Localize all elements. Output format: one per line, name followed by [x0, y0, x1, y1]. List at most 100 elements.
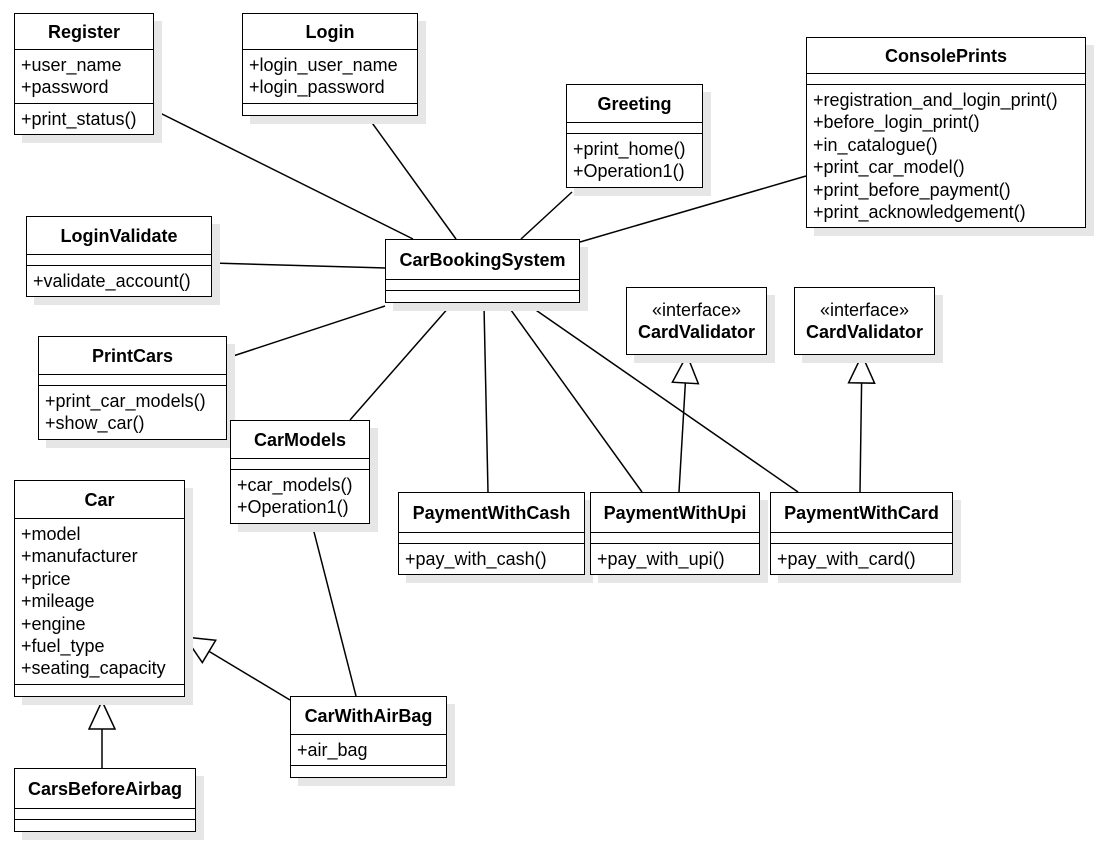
- attribute: +model: [21, 524, 81, 544]
- generalization-line: [208, 650, 291, 701]
- operation: +print_status(): [21, 108, 137, 129]
- operations-compartment: +registration_and_login_print() +before_…: [807, 85, 1085, 227]
- class-name: Register: [15, 14, 153, 50]
- operations-compartment: [243, 104, 417, 115]
- stereotype-label: «interface»: [819, 299, 910, 320]
- attributes-compartment: [15, 809, 195, 820]
- class-console-prints[interactable]: ConsolePrints +registration_and_login_pr…: [806, 37, 1086, 229]
- operation: +in_catalogue(): [813, 134, 938, 155]
- association-line: [312, 527, 357, 697]
- generalization-arrowhead: [847, 353, 876, 384]
- interface-header: «interface» CardValidator: [795, 288, 934, 353]
- operations-compartment: +car_models() +Operation1(): [231, 470, 369, 523]
- operations-compartment: [15, 685, 184, 696]
- class-card-validator-1[interactable]: «interface» CardValidator: [626, 287, 767, 355]
- operation: +Operation1(): [237, 497, 349, 518]
- attributes-compartment: [27, 255, 211, 266]
- class-name: ConsolePrints: [807, 38, 1085, 74]
- operation: +print_before_payment(): [813, 179, 1011, 200]
- operation: +pay_with_upi(): [597, 549, 725, 569]
- generalization-arrowhead: [671, 353, 700, 385]
- attribute: +login_password: [249, 77, 385, 98]
- attribute: +air_bag: [297, 740, 368, 760]
- attribute: +price: [21, 568, 71, 589]
- class-print-cars[interactable]: PrintCars +print_car_models() +show_car(…: [38, 336, 227, 440]
- class-name: PrintCars: [39, 337, 226, 375]
- association-line: [153, 109, 414, 240]
- operations-compartment: +validate_account(): [27, 266, 211, 296]
- class-car[interactable]: Car +model +manufacturer +price +mileage…: [14, 480, 185, 697]
- class-payment-with-cash[interactable]: PaymentWithCash +pay_with_cash(): [398, 492, 585, 576]
- attribute: +login_user_name: [249, 55, 398, 75]
- class-name: PaymentWithCard: [771, 493, 952, 533]
- association-line: [520, 191, 573, 240]
- class-name: LoginValidate: [27, 217, 211, 255]
- operation: +registration_and_login_print(): [813, 90, 1058, 110]
- attribute: +engine: [21, 613, 86, 634]
- operation: +pay_with_card(): [777, 549, 916, 569]
- attributes-compartment: [771, 533, 952, 544]
- attribute: +user_name: [21, 55, 122, 75]
- class-login[interactable]: Login +login_user_name +login_password: [242, 13, 418, 116]
- operations-compartment: +pay_with_card(): [771, 544, 952, 574]
- generalization-line: [678, 382, 687, 493]
- class-name: CarModels: [231, 421, 369, 459]
- class-name: PaymentWithCash: [399, 493, 584, 533]
- attribute: +fuel_type: [21, 636, 105, 657]
- attributes-compartment: +model +manufacturer +price +mileage +en…: [15, 519, 184, 685]
- operation: +Operation1(): [573, 161, 685, 182]
- association-line: [579, 175, 807, 243]
- operation: +print_car_models(): [45, 391, 206, 411]
- attribute: +mileage: [21, 591, 95, 612]
- class-car-booking-system[interactable]: CarBookingSystem: [385, 239, 580, 303]
- class-car-models[interactable]: CarModels +car_models() +Operation1(): [230, 420, 370, 524]
- operation: +pay_with_cash(): [405, 549, 547, 569]
- operation: +print_car_model(): [813, 157, 965, 178]
- attribute: +seating_capacity: [21, 658, 166, 679]
- association-line: [369, 119, 457, 240]
- generalization-arrowhead: [87, 699, 117, 730]
- operation: +car_models(): [237, 475, 353, 495]
- association-line: [483, 305, 489, 493]
- class-name: CarWithAirBag: [291, 697, 446, 735]
- association-line: [507, 305, 643, 493]
- interface-header: «interface» CardValidator: [627, 288, 766, 353]
- operation: +print_acknowledgement(): [813, 202, 1026, 223]
- class-name: CarBookingSystem: [386, 240, 579, 280]
- generalization-arrowhead: [183, 636, 217, 664]
- operation: +validate_account(): [33, 271, 191, 291]
- class-greeting[interactable]: Greeting +print_home() +Operation1(): [566, 84, 703, 188]
- class-name: Login: [243, 14, 417, 50]
- attributes-compartment: [567, 123, 702, 134]
- association-line: [349, 305, 451, 421]
- attributes-compartment: [386, 280, 579, 291]
- class-login-validate[interactable]: LoginValidate +validate_account(): [26, 216, 212, 298]
- attributes-compartment: [39, 375, 226, 386]
- attributes-compartment: +air_bag: [291, 735, 446, 767]
- attributes-compartment: [399, 533, 584, 544]
- attribute: +password: [21, 77, 109, 98]
- attributes-compartment: [807, 74, 1085, 85]
- attribute: +manufacturer: [21, 546, 138, 567]
- association-line: [529, 305, 799, 493]
- operations-compartment: +pay_with_cash(): [399, 544, 584, 574]
- class-name: CarsBeforeAirbag: [15, 769, 195, 809]
- operations-compartment: +pay_with_upi(): [591, 544, 759, 574]
- operations-compartment: +print_home() +Operation1(): [567, 134, 702, 187]
- class-cars-before-airbag[interactable]: CarsBeforeAirbag: [14, 768, 196, 832]
- generalization-line: [859, 382, 863, 493]
- operation: +show_car(): [45, 413, 145, 434]
- operations-compartment: [15, 820, 195, 831]
- class-register[interactable]: Register +user_name +password +print_sta…: [14, 13, 154, 136]
- class-payment-with-card[interactable]: PaymentWithCard +pay_with_card(): [770, 492, 953, 576]
- class-name: Car: [15, 481, 184, 519]
- attributes-compartment: [231, 459, 369, 470]
- class-car-with-air-bag[interactable]: CarWithAirBag +air_bag: [290, 696, 447, 779]
- class-card-validator-2[interactable]: «interface» CardValidator: [794, 287, 935, 355]
- class-name: CardValidator: [637, 321, 756, 342]
- operations-compartment: +print_status(): [15, 104, 153, 134]
- class-payment-with-upi[interactable]: PaymentWithUpi +pay_with_upi(): [590, 492, 760, 576]
- attributes-compartment: +user_name +password: [15, 50, 153, 104]
